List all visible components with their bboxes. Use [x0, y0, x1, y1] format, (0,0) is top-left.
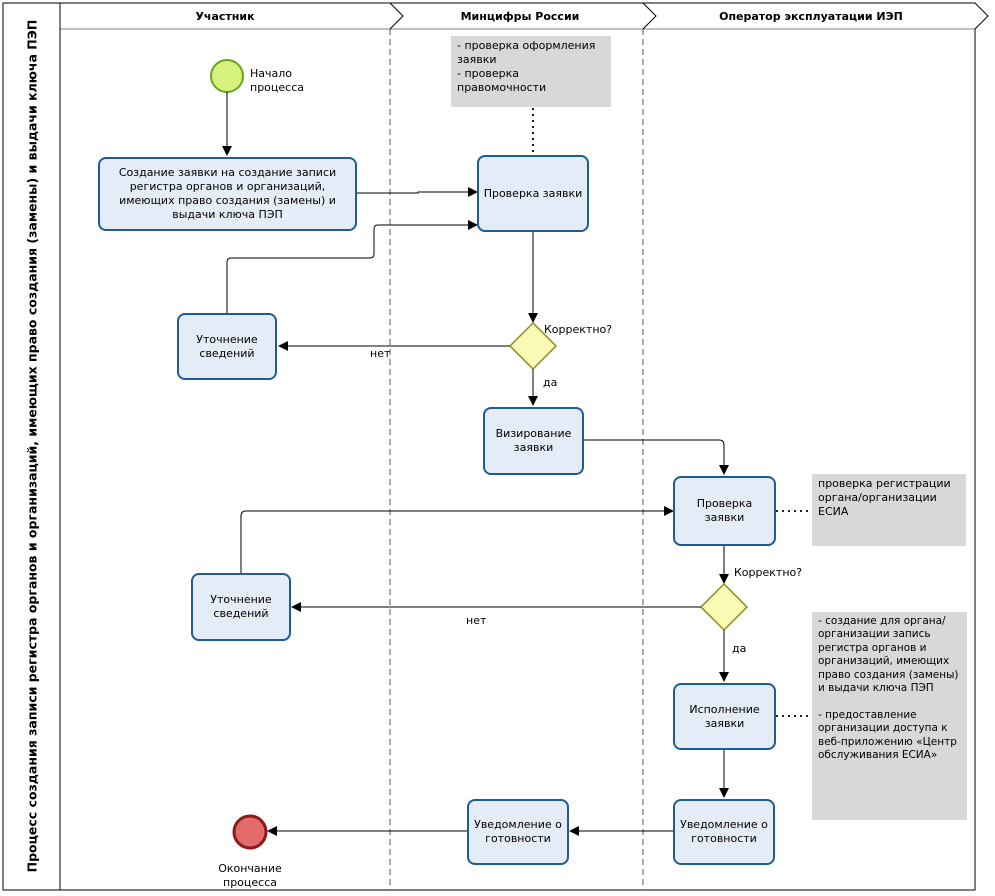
task-clarify-2[interactable]: Уточнение сведений [191, 573, 291, 641]
lane-header-operator: Оператор эксплуатации ИЭП [719, 10, 903, 23]
task-check-request-2[interactable]: Проверка заявки [673, 476, 776, 546]
lane-header-ministry: Минцифры России [460, 10, 580, 23]
lane-header-chevron-2 [642, 2, 657, 30]
flow-visa-check2 [584, 439, 729, 475]
gateway-2-label: Корректно? [734, 566, 803, 579]
note-check-points: - проверка оформления заявки - проверка … [451, 36, 611, 107]
gateway-1-label: Корректно? [544, 323, 613, 336]
flows [222, 92, 729, 836]
flow-no-1-label: нет [370, 347, 391, 360]
end-event[interactable] [232, 814, 268, 850]
flow-yes-2-label: да [732, 642, 747, 655]
pool-title: Процесс создания записи регистра органов… [24, 19, 40, 873]
flow-yes-1-label: да [543, 376, 558, 389]
task-execute[interactable]: Исполнение заявки [673, 683, 776, 750]
task-visa[interactable]: Визирование заявки [483, 407, 584, 475]
note-execution-details: - создание для органа/организации запись… [812, 612, 967, 820]
task-clarify-1[interactable]: Уточнение сведений [177, 313, 277, 380]
flow-clarify2-check2 [240, 506, 674, 573]
flow-create-check1 [357, 187, 478, 197]
task-notify-participant[interactable]: Уведомление о готовности [467, 799, 569, 865]
end-event-label: Окончание процесса [218, 862, 282, 889]
flow-clarify1-check1 [226, 220, 478, 313]
task-check-request-1[interactable]: Проверка заявки [477, 155, 589, 232]
lane-header-chevron-1 [389, 2, 404, 30]
note-esia-registration: проверка регистрации органа/организации … [812, 474, 966, 546]
gateway-2[interactable] [699, 582, 749, 632]
task-notify-operator[interactable]: Уведомление о готовности [673, 799, 775, 865]
task-create-request[interactable]: Создание заявки на создание записи регис… [98, 157, 357, 231]
lane-header-participant: Участник [195, 10, 255, 23]
flow-no-2-label: нет [466, 614, 487, 627]
associations [532, 108, 812, 717]
start-event[interactable] [210, 59, 244, 93]
start-event-label: Начало процесса [250, 67, 304, 94]
